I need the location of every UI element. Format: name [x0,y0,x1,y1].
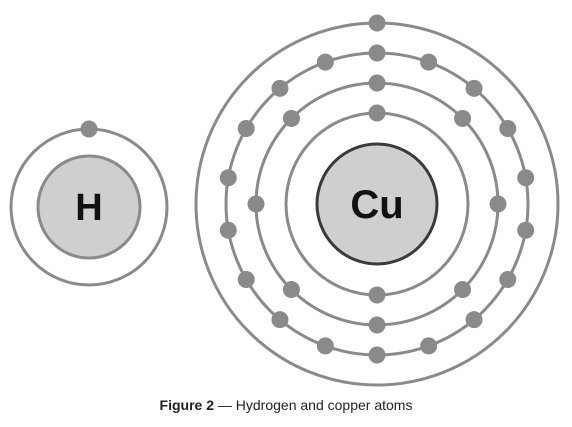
copper-shell-3-electron [316,337,334,355]
copper-shell-1-electron [368,104,386,122]
copper-shell-3-electron [316,53,334,71]
copper-shell-4-electron [368,14,386,32]
copper-shell-3-electron [219,221,237,239]
copper-shell-3-electron [517,221,535,239]
hydrogen-nucleus [36,154,142,260]
copper-shell-3-electron [420,53,438,71]
hydrogen-symbol: H [75,187,102,229]
copper-shell-3-electron [237,120,255,137]
copper-shell-2-electron [454,281,472,299]
caption-figure-number: Figure 2 [159,397,214,413]
copper-shell-3-electron [420,337,438,355]
hydrogen-shell-1-electron [80,120,98,138]
copper-shell-2-electron [368,316,386,334]
copper-shell-2-electron [282,281,300,299]
copper-shell-3-electron [368,44,386,62]
copper-shell-3-electron [271,79,289,97]
copper-nucleus [315,142,439,266]
copper-shell-3-electron [465,311,483,329]
copper-shell-2-electron [454,109,472,127]
copper-shell-3-electron [368,346,386,364]
caption-text: — Hydrogen and copper atoms [214,397,413,413]
copper-shell-3-electron [499,120,517,137]
copper-shell-3-electron [517,169,535,187]
copper-shell-3-electron [271,311,289,329]
copper-shell-3-electron [219,169,237,187]
hydrogen-atom: H [9,120,169,287]
hydrogen-electrons [80,120,98,138]
copper-symbol: Cu [350,183,403,227]
copper-shell-2-electron [368,74,386,92]
copper-electrons [219,14,535,364]
copper-shell-1-electron [368,286,386,304]
copper-shell-3-electron [237,271,255,288]
copper-atom: Cu [194,14,560,387]
figure-caption: Figure 2 — Hydrogen and copper atoms [0,397,572,413]
copper-shell-3-electron [465,79,483,97]
copper-shell-2-electron [247,195,265,213]
copper-shell-3-electron [499,271,517,288]
copper-shell-2-electron [282,109,300,127]
copper-shell-2-electron [489,195,507,213]
